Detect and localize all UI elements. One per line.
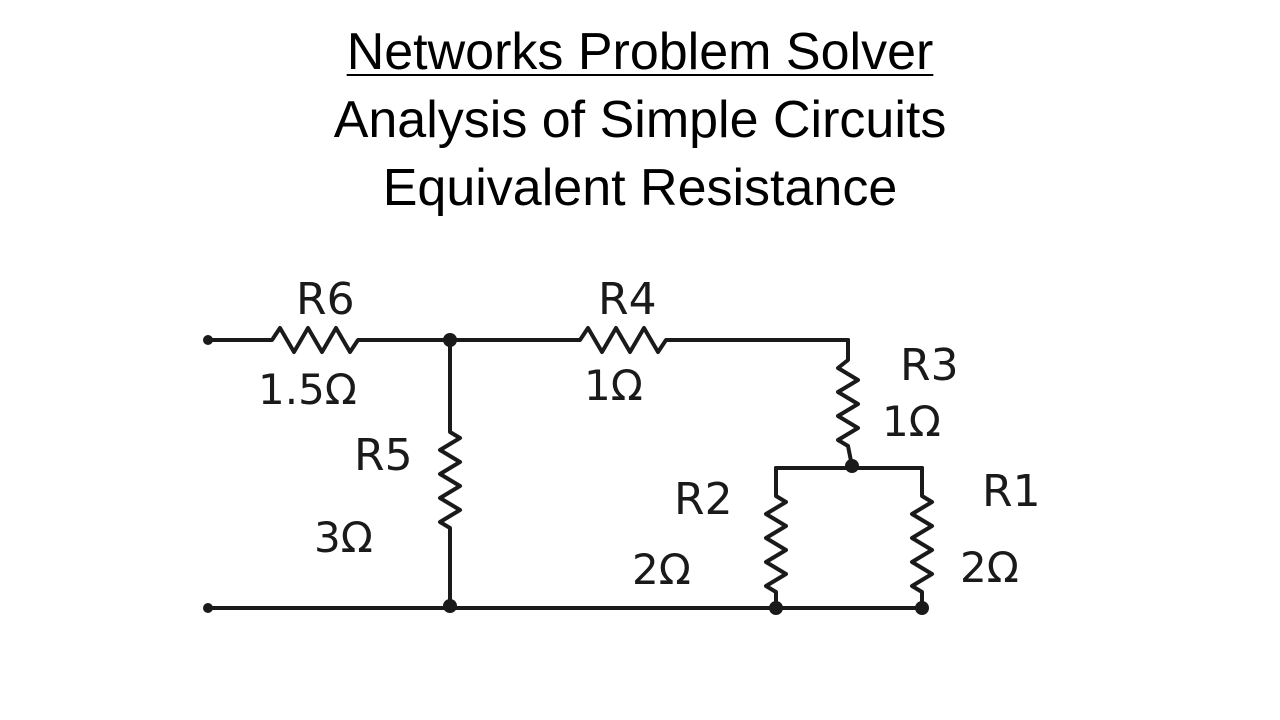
input-terminal-top	[203, 335, 213, 345]
slide-topic: Equivalent Resistance	[382, 159, 898, 217]
input-terminal-bottom	[203, 603, 213, 613]
top-wire-right	[448, 326, 850, 354]
r5-name-label: R5	[354, 430, 413, 481]
r3-name-label: R3	[900, 340, 959, 391]
title-block: Networks Problem Solver Analysis of Simp…	[0, 18, 1280, 222]
r2-value-label: 2Ω	[632, 545, 691, 594]
slide-subtitle: Analysis of Simple Circuits	[333, 91, 947, 149]
top-wire-left	[206, 326, 452, 354]
r1-wire	[910, 466, 934, 610]
r6-name-label: R6	[296, 274, 355, 325]
junction-node	[443, 599, 457, 613]
r2-name-label: R2	[674, 474, 733, 525]
junction-node	[915, 601, 929, 615]
r5-value-label: 3Ω	[314, 513, 373, 562]
slide-title: Networks Problem Solver	[346, 23, 934, 81]
r5-wire	[438, 338, 462, 608]
r4-value-label: 1Ω	[584, 361, 643, 410]
junction-node	[769, 601, 783, 615]
r3-wire	[836, 338, 860, 468]
r3-value-label: 1Ω	[882, 397, 941, 446]
r1-name-label: R1	[982, 466, 1041, 517]
r6-value-label: 1.5Ω	[258, 365, 357, 414]
junction-node	[845, 459, 859, 473]
junction-node	[443, 333, 457, 347]
r1-value-label: 2Ω	[960, 543, 1019, 592]
r2-wire	[764, 466, 788, 610]
r4-name-label: R4	[598, 274, 657, 325]
